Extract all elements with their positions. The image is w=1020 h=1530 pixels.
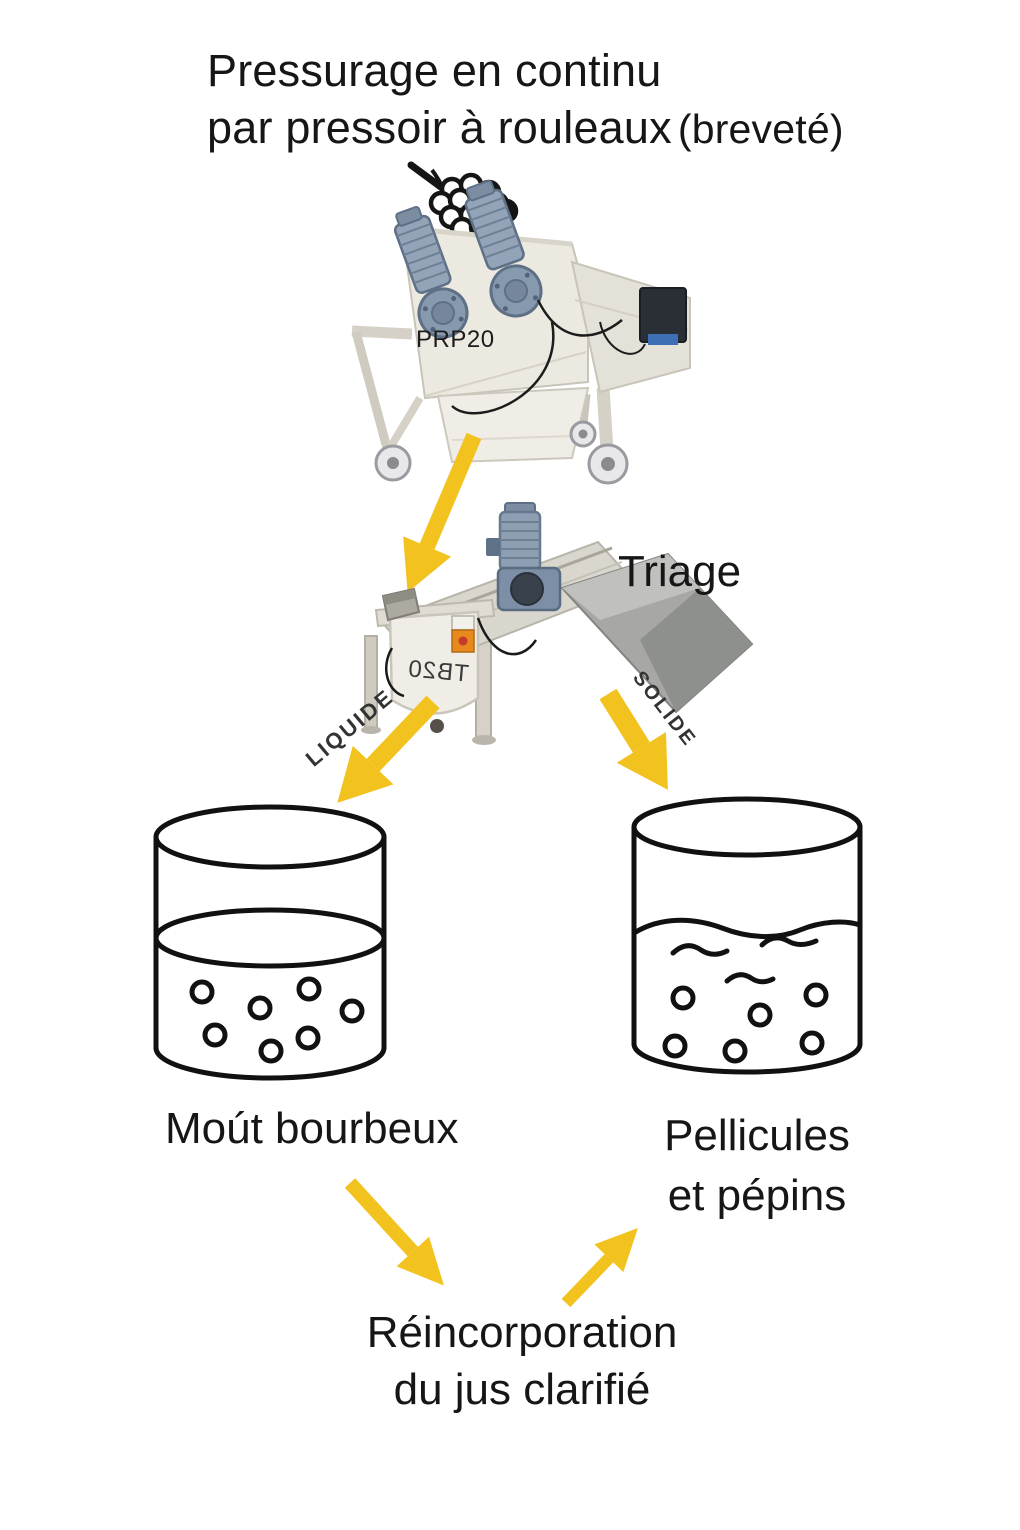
right-vat-label: Pellicules et pépins	[602, 1106, 912, 1226]
press-to-sorter-arrow	[403, 432, 482, 593]
reincorporation-to-skins-arrow	[561, 1227, 638, 1308]
title-line-1: Pressurage en continu	[207, 45, 662, 96]
liquid-surface	[153, 907, 387, 969]
control-box	[639, 287, 687, 343]
reincorporation-line-2: du jus clarifié	[393, 1365, 651, 1414]
sorter-motor	[486, 502, 562, 612]
solids-squiggles	[670, 935, 819, 985]
reincorporation-line-1: Réincorporation	[366, 1308, 678, 1357]
must-to-reincorporation-arrow	[344, 1178, 444, 1286]
press-motor-left	[393, 205, 469, 339]
press-model-label: PRP20	[416, 326, 495, 353]
sorter-machine-illustration	[361, 502, 754, 745]
solids-surface	[631, 917, 863, 939]
seed-dots	[662, 982, 829, 1064]
reincorporation-label: Réincorporation du jus clarifié	[327, 1304, 717, 1418]
title-patent-note: (breveté)	[677, 106, 844, 152]
press-motor-right	[464, 179, 543, 318]
solid-arrow	[599, 688, 668, 790]
caster-wheels	[374, 420, 629, 485]
left-vat	[153, 804, 387, 1081]
sorter-step-label: Triage	[618, 547, 742, 596]
right-vat	[631, 796, 863, 1075]
left-vat-label: Moút bourbeux	[165, 1104, 459, 1153]
sediment-bubbles	[189, 976, 365, 1064]
liquid-arrow	[337, 695, 440, 803]
press-machine-illustration	[351, 179, 691, 485]
sorter-control-box	[451, 615, 475, 653]
title-line-2: par pressoir à rouleaux(breveté)	[207, 102, 844, 153]
diagram-title: Pressurage en continu par pressoir à rou…	[207, 42, 844, 158]
right-vat-label-line-1: Pellicules	[664, 1111, 850, 1160]
press-cable	[536, 299, 623, 337]
right-vat-label-line-2: et pépins	[667, 1171, 847, 1220]
